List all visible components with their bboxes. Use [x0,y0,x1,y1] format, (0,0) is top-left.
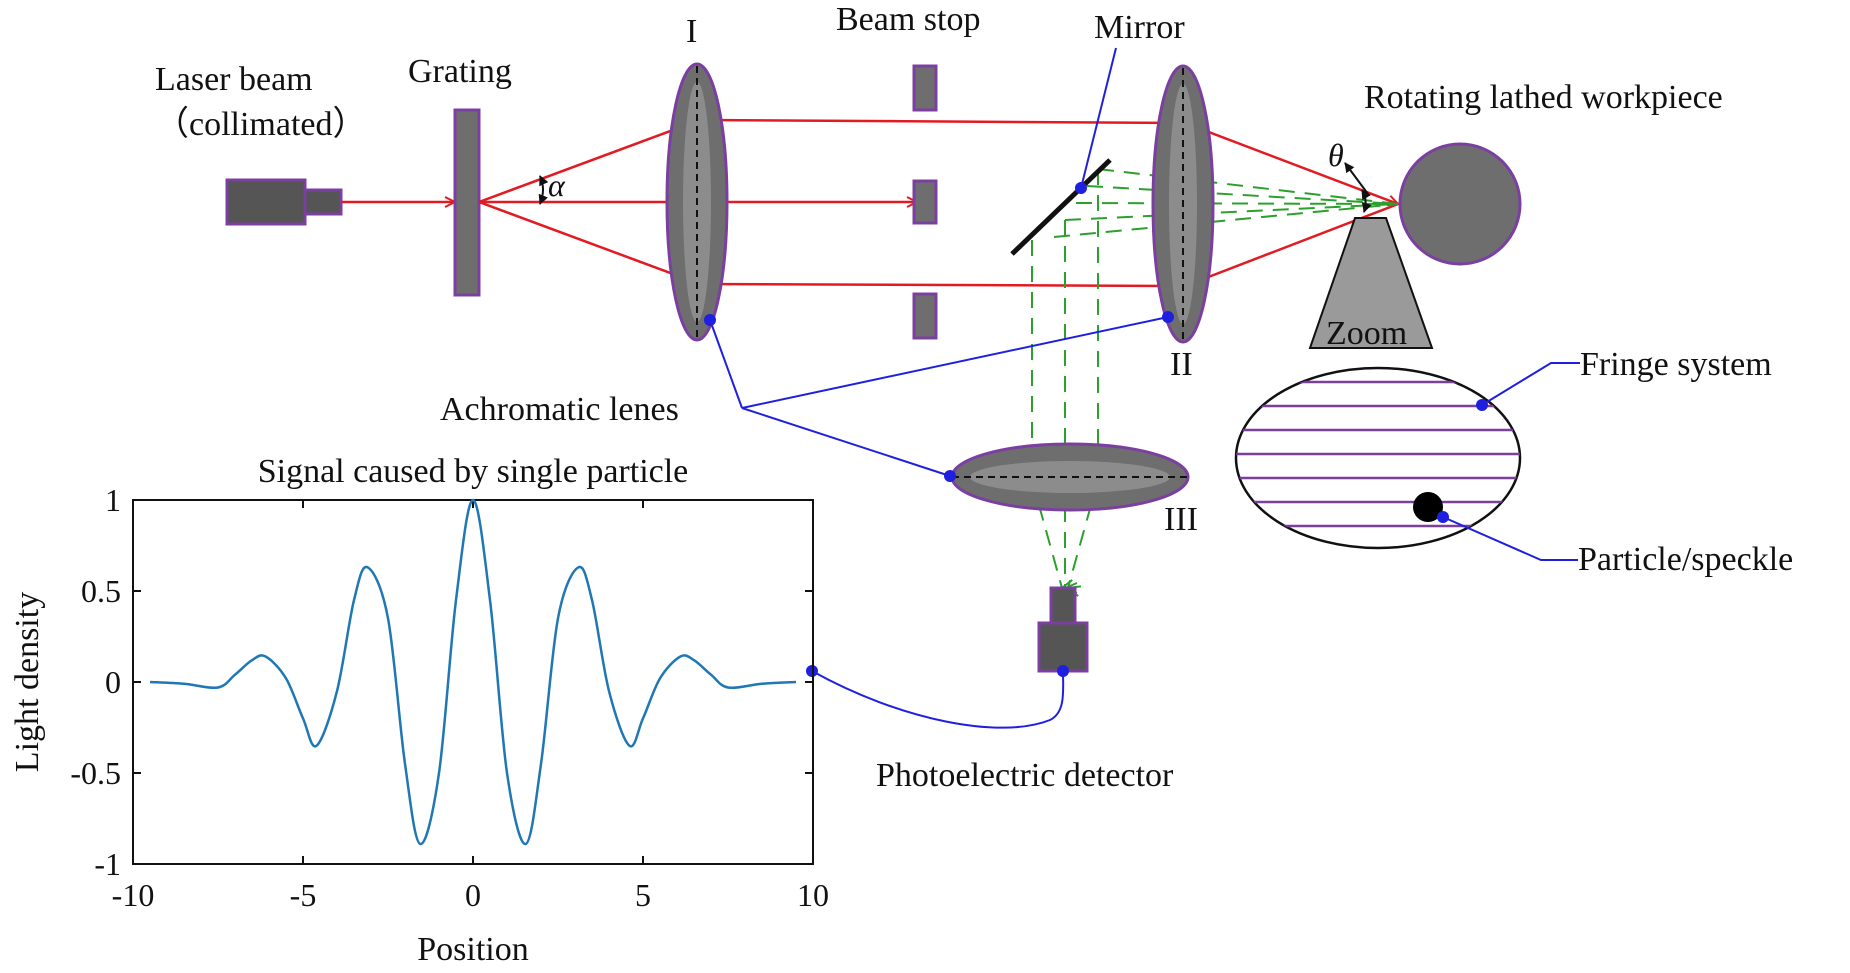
y-axis-label: Light density [9,592,46,772]
chart-title: Signal caused by single particle [258,453,689,490]
scattered-light [1031,168,1399,588]
beam-stop [912,64,938,340]
detector-cable-dot [1057,665,1069,677]
x-tick-label: 10 [797,877,829,913]
y-tick-label: -0.5 [70,755,121,791]
plot-frame [132,499,814,865]
theta-arrow [1344,162,1369,195]
grating-label: Grating [408,53,512,90]
x-axis: -10 -5 0 5 10 [112,500,829,913]
beam-stop-label: Beam stop [836,1,980,38]
alpha-angle-arc [538,175,549,205]
workpiece-label: Rotating lathed workpiece [1364,79,1723,116]
y-axis: 1 0.5 0 -0.5 -1 [70,482,813,882]
signal-chart: Signal caused by single particle 1 0.5 0 -0… [9,453,829,968]
theta-angle-arc [1361,189,1372,213]
detector-label: Photoelectric detector [876,757,1174,794]
lens-II-leader-dot [1162,311,1174,323]
y-tick-label: 0.5 [81,573,121,609]
x-tick-label: -10 [112,877,155,913]
signal-series-line [149,498,797,846]
signal-points [149,499,797,845]
x-tick-label: 5 [635,877,651,913]
lens-leaders [709,316,1169,477]
lens-III [950,442,1190,512]
lens-I-leader-dot [704,314,716,326]
fringe-leader [1481,362,1580,406]
y-tick-label: 1 [105,482,121,518]
lens-I [665,62,729,342]
mirror-label: Mirror [1094,9,1185,46]
signal-cable [811,670,1065,729]
lens-II [1151,64,1215,344]
achromatic-lenses-label: Achromatic lenes [440,391,679,428]
mirror-leader-dot [1075,182,1087,194]
particle-speckle-label: Particle/speckle [1578,541,1793,578]
lens-III-leader-dot [944,470,956,482]
fringe-system-label: Fringe system [1580,346,1772,383]
lens-II-label: II [1170,346,1193,383]
laser-label-line2: （collimated） [155,105,367,143]
particle-leader-dot [1437,511,1449,523]
y-tick-label: 0 [105,664,121,700]
particle [1413,492,1443,522]
mirror-leader [1080,47,1117,189]
rotating-workpiece [1398,142,1522,266]
grating [453,108,481,297]
lens-III-label: III [1164,501,1198,538]
particle-leader [1442,516,1578,561]
x-axis-label: Position [417,931,528,968]
y-tick-label: -1 [94,846,121,882]
laser-source [225,178,343,226]
alpha-label: α [548,167,566,203]
lens-I-label: I [686,13,697,50]
zoom-view [1234,366,1522,550]
x-tick-label: -5 [290,877,317,913]
zoom-label: Zoom [1326,315,1407,352]
photoelectric-detector [1037,586,1089,673]
fringe-leader-dot [1476,399,1488,411]
x-tick-label: 0 [465,877,481,913]
zoom-cone [1308,217,1434,349]
laser-label-line1: Laser beam [155,61,313,98]
theta-label: θ [1328,137,1344,173]
mirror [1010,158,1112,256]
